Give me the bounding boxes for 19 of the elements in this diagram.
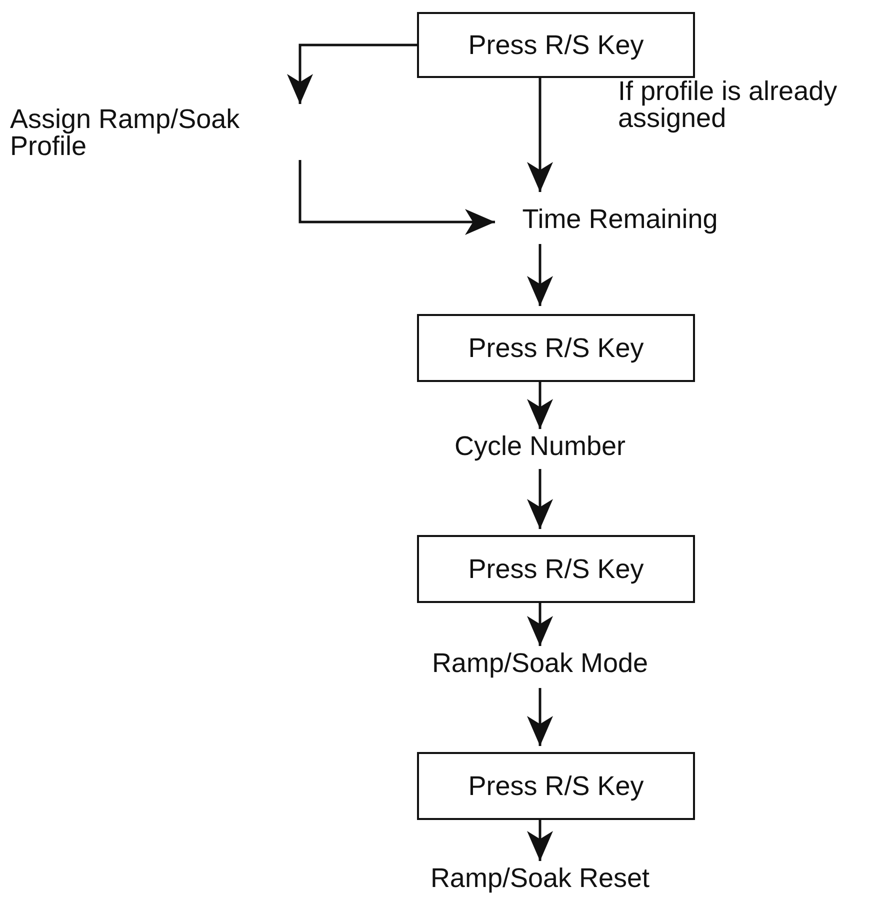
step-label: Assign Ramp/Soak Profile [10, 106, 241, 160]
step-label: Ramp/Soak Mode [432, 650, 648, 677]
process-box: Press R/S Key [417, 752, 695, 820]
arrow [527, 78, 553, 192]
arrow [287, 44, 417, 104]
arrow [527, 382, 553, 429]
process-box: Press R/S Key [417, 535, 695, 603]
arrow [298, 160, 495, 235]
step-label: Ramp/Soak Reset [430, 865, 650, 892]
arrow [527, 688, 553, 746]
step-label: Time Remaining [522, 206, 718, 233]
process-box: Press R/S Key [417, 314, 695, 382]
arrow [527, 820, 553, 861]
edge-label: If profile is already assigned [618, 78, 838, 132]
step-label: Cycle Number [454, 433, 626, 460]
process-box: Press R/S Key [417, 12, 695, 78]
arrow [527, 469, 553, 529]
arrow [527, 603, 553, 646]
arrow [527, 244, 553, 306]
